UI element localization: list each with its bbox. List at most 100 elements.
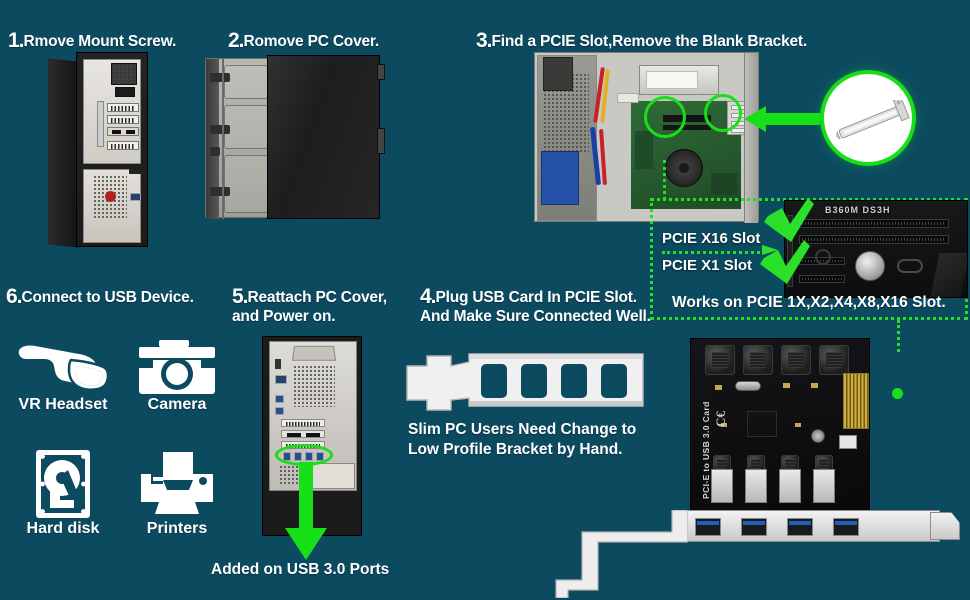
pcie-x16-slot-label: PCIE X16 Slot xyxy=(662,230,761,247)
printer-icon xyxy=(122,448,232,520)
pcie-x16-slot-closeup xyxy=(799,219,949,228)
tower-expansion-slot-3 xyxy=(107,127,139,136)
card-smd xyxy=(795,423,801,427)
arrow-left-icon xyxy=(744,106,820,132)
step-2-number: 2. xyxy=(228,29,244,52)
card-pcie-edge-connector xyxy=(843,373,869,429)
card-smd xyxy=(721,423,727,427)
device-vr-headset: VR Headset xyxy=(8,338,118,414)
vr-headset-icon xyxy=(8,338,118,396)
mobo-left-edge xyxy=(787,215,793,287)
card-inductor-3 xyxy=(781,345,811,375)
tower-expansion-slot-1 xyxy=(107,103,139,112)
card-crystal xyxy=(735,381,761,391)
open-pc-interior-image xyxy=(534,52,759,223)
case-clip xyxy=(210,73,230,82)
rear-lower-mesh xyxy=(279,465,301,485)
case-rear-wall xyxy=(744,53,758,223)
card-connector-guide-line xyxy=(897,320,900,352)
case-panel-emboss xyxy=(224,105,268,149)
step-3-number: 3. xyxy=(476,29,492,52)
card-usb-housing-3 xyxy=(779,469,801,503)
slot-dots xyxy=(286,422,320,426)
tower-power-socket xyxy=(115,87,135,97)
ce-mark-icon: C€ xyxy=(713,411,728,427)
card-io-bracket xyxy=(680,510,940,542)
onboard-usb-port-2 xyxy=(275,407,284,415)
atx-connector xyxy=(617,93,639,103)
port-a xyxy=(112,130,121,134)
tower-vga-port xyxy=(130,193,141,201)
step-5-number: 5. xyxy=(232,285,248,308)
tower-rear-panel xyxy=(76,52,148,247)
pcie-slot-highlight-circle xyxy=(644,96,686,138)
case-side-cover xyxy=(267,55,385,219)
blank-bracket-highlight-circle xyxy=(704,94,742,132)
front-io-module xyxy=(543,57,573,91)
camera-icon xyxy=(122,338,232,396)
slot-dots xyxy=(111,106,135,111)
pcie-x1-slot-closeup-2 xyxy=(799,275,845,283)
arrow-right-small-icon xyxy=(762,245,778,255)
motherboard-closeup-image: B360M DS3H xyxy=(784,200,968,298)
card-smd xyxy=(811,383,818,388)
step-2-text: Romove PC Cover. xyxy=(243,33,380,50)
card-cap-3 xyxy=(781,455,799,473)
case-inner-frame xyxy=(205,58,271,219)
usb3-port-3[interactable] xyxy=(787,518,813,536)
slot-dots xyxy=(111,118,135,123)
ps2-port xyxy=(275,359,281,369)
card-inductor-2 xyxy=(743,345,773,375)
device-label-vr-headset: VR Headset xyxy=(18,396,108,413)
card-smd xyxy=(715,385,722,390)
usb3-port-1[interactable] xyxy=(695,518,721,536)
port-b xyxy=(126,130,135,134)
step-4-title: 4.Plug USB Card In PCIE Slot. And Make S… xyxy=(420,268,651,326)
card-cap-1 xyxy=(713,455,731,473)
card-inductor-4 xyxy=(819,345,849,375)
case-seam xyxy=(222,59,224,219)
card-usb-housing-1 xyxy=(711,469,733,503)
slot-port xyxy=(287,433,301,437)
usb3-port-2[interactable] xyxy=(741,518,767,536)
device-label-printers: Printers xyxy=(146,520,208,537)
tower-expansion-slot-4 xyxy=(107,141,139,150)
cmos-battery xyxy=(855,251,885,281)
low-profile-bracket-note: Slim PC Users Need Change to Low Profile… xyxy=(408,421,637,458)
slot-port xyxy=(306,433,320,437)
step-6-text: Connect to USB Device. xyxy=(21,289,194,306)
step-5-title: 5.Reattach PC Cover, and Power on. xyxy=(232,268,387,326)
usb-ports-note: Added on USB 3.0 Ports xyxy=(211,561,390,578)
arrow-down-icon xyxy=(285,462,327,560)
rear-handle xyxy=(291,345,337,361)
step-3-title: 3.Find a PCIE Slot,Remove the Blank Brac… xyxy=(476,12,807,51)
device-label-camera: Camera xyxy=(147,396,207,413)
step-6-number: 6. xyxy=(6,285,22,308)
mobo-header xyxy=(897,259,923,273)
tower-audio-ports xyxy=(129,169,143,174)
tower-expansion-slot-2 xyxy=(107,115,139,124)
step-1-number: 1. xyxy=(8,29,24,52)
expansion-slot-blank-1 xyxy=(281,419,325,427)
blank-bracket-callout-circle xyxy=(820,70,916,166)
cover-tab-bottom xyxy=(377,128,385,154)
card-power-connector xyxy=(839,435,857,449)
psu-label xyxy=(646,71,698,89)
card-inductor-1 xyxy=(705,345,735,375)
tower-badge xyxy=(105,191,116,202)
ram-slot xyxy=(663,125,711,130)
callout-divider-line xyxy=(662,251,766,254)
device-hard-disk: Hard disk xyxy=(8,448,118,538)
checkmark-icon-x16 xyxy=(764,198,814,242)
callout-connector-line xyxy=(663,160,666,200)
card-electrolytic-cap xyxy=(811,429,825,443)
usb3-port-4[interactable] xyxy=(833,518,859,536)
case-clip xyxy=(210,125,230,134)
cpu-cooler-fan xyxy=(665,149,703,187)
slot-dots xyxy=(111,144,135,149)
mobo-heatsink xyxy=(930,253,967,297)
blank-bracket-icon xyxy=(836,100,910,140)
case-clip xyxy=(210,147,220,156)
step-6-title: 6.Connect to USB Device. xyxy=(6,268,194,307)
